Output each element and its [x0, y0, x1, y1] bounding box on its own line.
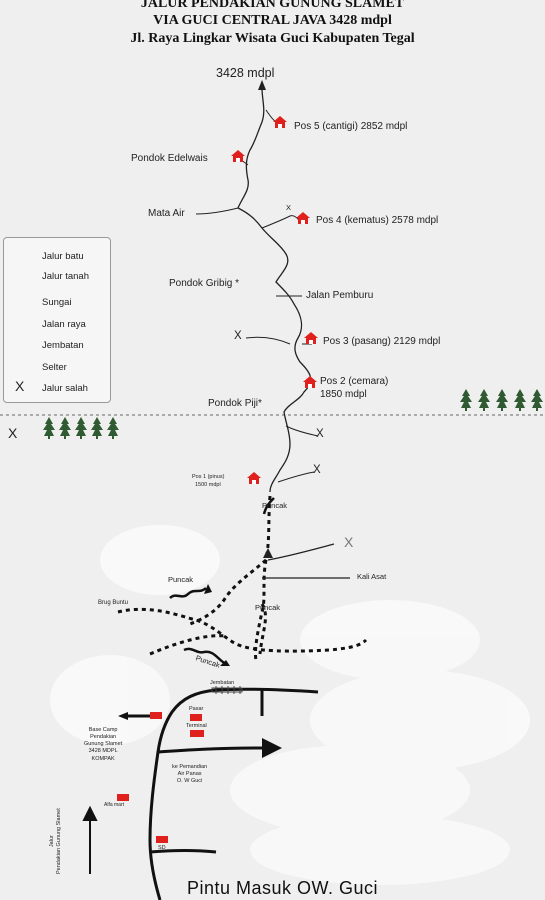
selter-pos4-icon	[296, 212, 310, 224]
pos1-label-b: 1500 mdpl	[195, 482, 221, 488]
brug-buntu-label: Brug Buntu	[98, 600, 129, 606]
map-title-line-1: JALUR PENDAKIAN GUNUNG SLAMET	[140, 0, 405, 11]
vertical-route-label: Jalur Pendakian Gunung Slamet	[49, 808, 62, 874]
road-arrow-east	[262, 738, 282, 758]
summit-label: 3428 mdpl	[216, 66, 275, 80]
pos2-label-a: Pos 2 (cemara)	[320, 376, 389, 387]
squiggle-arrows	[169, 497, 275, 666]
sd-label: SD	[158, 845, 166, 851]
pos2-label-b: 1850 mdpl	[320, 389, 367, 400]
map-title-line-2: VIA GUCI CENTRAL JAVA 3428 mdpl	[153, 13, 392, 28]
pemburu-label: Jalan Pemburu	[306, 290, 374, 301]
pine-trees-right	[460, 389, 543, 411]
branch-mata-air	[195, 207, 239, 215]
wrong-mark-4: X	[286, 203, 292, 212]
pos5-label: Pos 5 (cantigi) 2852 mdpl	[294, 121, 408, 132]
legend-sungai: Sungai	[42, 297, 72, 308]
puncak-label-2: Puncak	[168, 575, 194, 584]
legend-selter: Selter	[42, 362, 67, 373]
pos1-label-a: Pos 1 (pinus)	[192, 474, 225, 480]
legend-jembatan: Jembatan	[42, 340, 84, 351]
direction-arrow	[82, 805, 98, 874]
legend-raya: Jalan raya	[42, 319, 86, 330]
legend-batu: Jalur batu	[42, 251, 84, 262]
selter-pos5-icon	[273, 116, 287, 128]
selter-pos2-icon	[303, 376, 317, 388]
selter-edelwais-icon	[231, 150, 245, 162]
main-road-lines	[148, 687, 319, 900]
building-markers	[117, 712, 204, 843]
puncak-label-3: Puncak	[255, 603, 281, 612]
mata-air-label: Mata Air	[148, 208, 185, 219]
selter-pos3-icon	[304, 332, 318, 344]
gate-label: Pintu Masuk OW. Guci	[187, 878, 379, 898]
map-legend: Jalur batu Jalur tanah Sungai Jalan raya…	[3, 237, 111, 403]
crossing-lines	[262, 543, 350, 579]
pos3-label: Pos 3 (pasang) 2129 mdpl	[323, 336, 441, 347]
bridge-symbol	[211, 686, 243, 694]
kali-asat-label: Kali Asat	[357, 572, 387, 581]
gribig-label: Pondok Gribig *	[169, 278, 240, 289]
selter-pos1-icon	[247, 472, 261, 484]
pemandian-label: ke Pemandian Air Panas O. W Guci	[172, 764, 208, 785]
legend-tanah: Jalur tanah	[42, 271, 90, 282]
terrain-patches	[50, 525, 530, 885]
pasar-label: Pasar	[189, 706, 204, 712]
terminal-label: Terminal	[186, 723, 207, 729]
branch-wrong-1	[277, 471, 315, 483]
branch-wrong-2	[285, 425, 319, 437]
pos4-label: Pos 4 (kematus) 2578 mdpl	[316, 215, 439, 226]
branch-pos4	[261, 215, 303, 229]
basecamp-label: Base Camp Pendakian Gunung Slamet 3428 M…	[84, 727, 123, 762]
alfamart-label: Alfa mart	[104, 802, 125, 808]
jembatan-label: Jembatan	[210, 680, 235, 686]
trail-arrow-summit	[258, 80, 266, 90]
arrow-up-trail	[263, 548, 273, 558]
puncak-label-1: Puncak	[262, 501, 288, 510]
legend-wrong-icon: X	[15, 378, 25, 394]
wrong-mark-1: X	[313, 464, 321, 476]
map-title-line-3: Jl. Raya Lingkar Wisata Guci Kabupaten T…	[130, 31, 415, 46]
edelwais-label: Pondok Edelwais	[131, 153, 208, 164]
main-trail-line	[237, 87, 312, 493]
legend-salah: Jalur salah	[42, 383, 88, 394]
branch-wrong-3	[245, 336, 291, 345]
pine-trees-left	[43, 417, 119, 439]
wrong-mark-2: X	[316, 428, 324, 440]
rocky-trail-lines	[117, 495, 368, 661]
piji-label: Pondok Piji*	[208, 398, 262, 409]
road-arrow-northwest	[118, 712, 128, 720]
wrong-mark-3: X	[234, 330, 242, 342]
wrong-mark-kali: X	[344, 534, 354, 550]
wrong-mark-left: X	[8, 425, 18, 441]
